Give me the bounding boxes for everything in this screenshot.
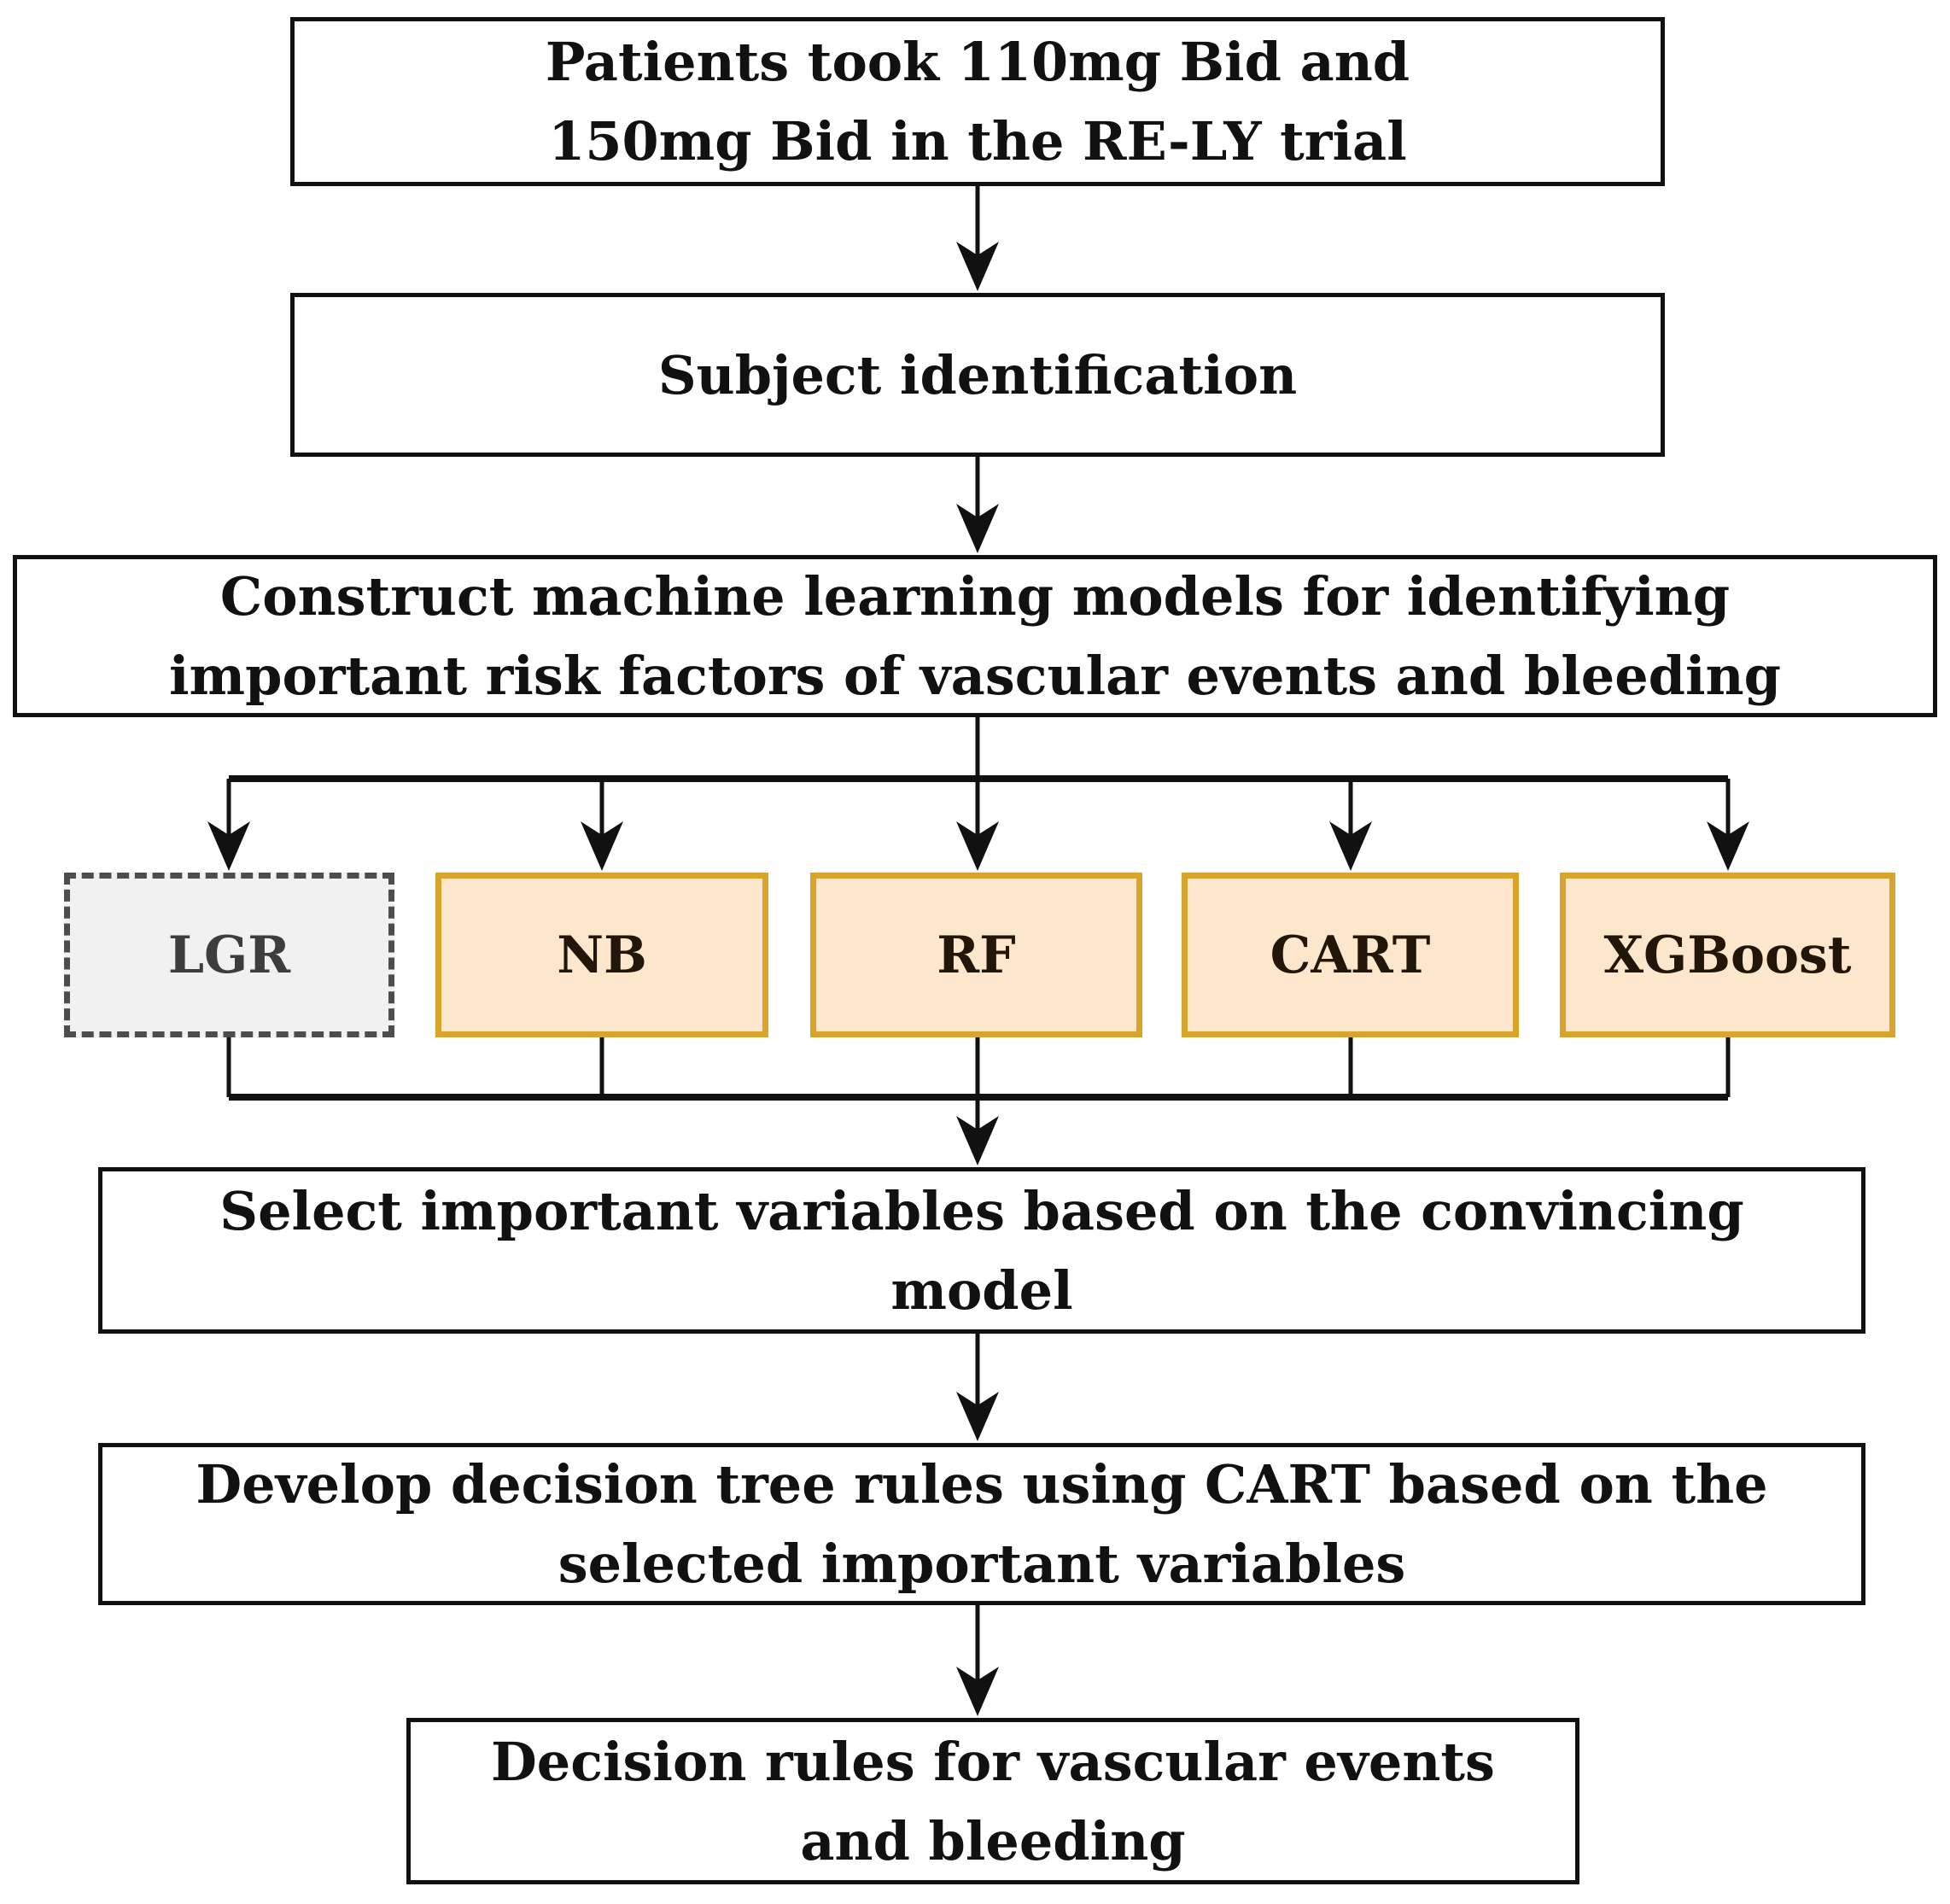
arrow-down-icon	[956, 504, 999, 553]
arrow-down-icon	[956, 242, 999, 291]
node-construct-ml-models: Construct machine learning models for id…	[13, 555, 1937, 717]
arrow-down-icon	[956, 1392, 999, 1441]
node-patients-rely-trial: Patients took 110mg Bid and 150mg Bid in…	[290, 17, 1665, 186]
arrow-down-icon	[1329, 821, 1372, 871]
arrow-down-icon	[956, 1667, 999, 1716]
arrow-down-icon	[207, 821, 250, 871]
node-select-important-variables: Select important variables based on the …	[98, 1167, 1865, 1334]
node-model-xgboost: XGBoost	[1560, 873, 1895, 1037]
arrow-down-icon	[1707, 821, 1749, 871]
node-develop-decision-tree-rules: Develop decision tree rules using CART b…	[98, 1443, 1865, 1605]
node-decision-rules-output: Decision rules for vascular events and b…	[406, 1718, 1579, 1884]
node-model-cart: CART	[1182, 873, 1519, 1037]
arrow-down-icon	[956, 1116, 999, 1165]
node-model-lgr: LGR	[64, 873, 394, 1037]
node-subject-identification: Subject identification	[290, 293, 1665, 457]
node-model-rf: RF	[810, 873, 1142, 1037]
arrow-down-icon	[956, 821, 999, 871]
arrow-down-icon	[581, 821, 623, 871]
node-model-nb: NB	[435, 873, 768, 1037]
